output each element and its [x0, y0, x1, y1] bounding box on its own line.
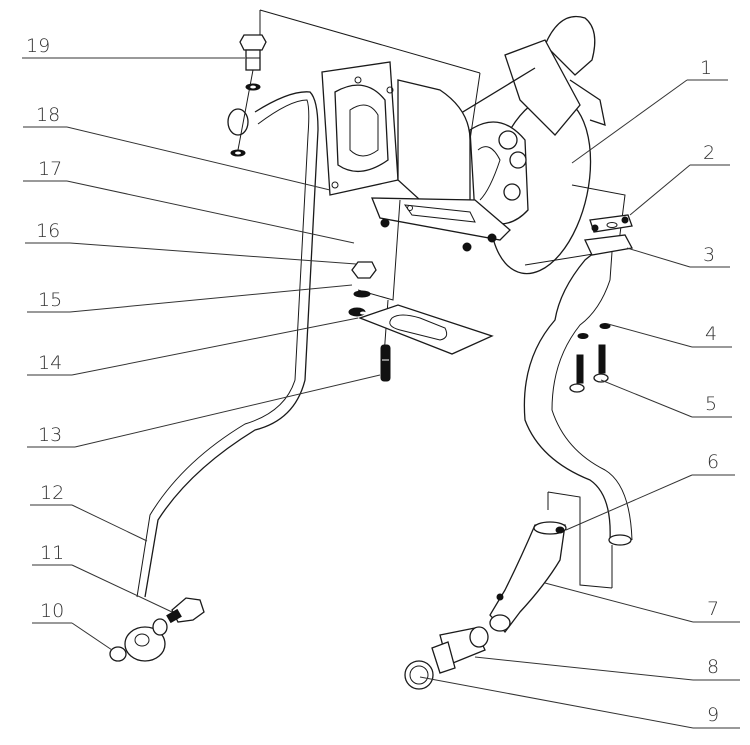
callout-14: 14 [27, 317, 359, 376]
callout-8: 8 [474, 656, 740, 681]
callout-label: 8 [707, 656, 719, 678]
callout-label: 16 [36, 220, 60, 242]
callout-19: 19 [22, 35, 245, 59]
banjo-bolt-top [227, 34, 267, 157]
callout-label: 12 [40, 482, 64, 504]
callout-label: 7 [707, 598, 719, 620]
oil-return-pipe [523, 214, 633, 546]
turbocharger [321, 16, 606, 275]
callout-7: 7 [544, 582, 740, 623]
oil-feed-pipe [136, 91, 319, 598]
callout-5: 5 [600, 379, 732, 418]
callout-13: 13 [27, 374, 381, 448]
callout-label: 2 [703, 142, 715, 164]
callout-1: 1 [571, 57, 728, 164]
banjo-bolt-bottom [109, 597, 205, 662]
callout-label: 15 [38, 289, 62, 311]
callout-label: 9 [707, 704, 719, 726]
mounting-hardware [348, 261, 494, 382]
callout-label: 13 [38, 424, 62, 446]
callout-label: 18 [36, 104, 60, 126]
callout-12: 12 [30, 482, 148, 542]
callout-17: 17 [23, 158, 355, 244]
callout-2: 2 [629, 142, 730, 216]
callout-label: 10 [40, 600, 64, 622]
callout-6: 6 [565, 451, 735, 531]
callout-label: 19 [26, 35, 50, 57]
callout-10: 10 [32, 600, 113, 651]
callout-label: 6 [707, 451, 719, 473]
callout-label: 4 [705, 323, 717, 345]
callout-11: 11 [32, 542, 173, 613]
callout-16: 16 [25, 220, 357, 265]
drain-hose-assembly [404, 521, 567, 690]
callout-label: 11 [40, 542, 64, 564]
callout-15: 15 [27, 284, 353, 313]
callout-3: 3 [626, 244, 730, 268]
callout-9: 9 [419, 676, 740, 729]
callouts: 1 2 3 4 5 6 7 8 9 10 11 12 13 14 15 16 1… [22, 35, 740, 729]
callout-label: 1 [700, 57, 712, 79]
callout-label: 17 [38, 158, 62, 180]
callout-label: 5 [705, 393, 717, 415]
callout-label: 14 [38, 352, 62, 374]
callout-label: 3 [703, 244, 715, 266]
callout-4: 4 [607, 323, 732, 348]
callout-18: 18 [23, 104, 331, 191]
